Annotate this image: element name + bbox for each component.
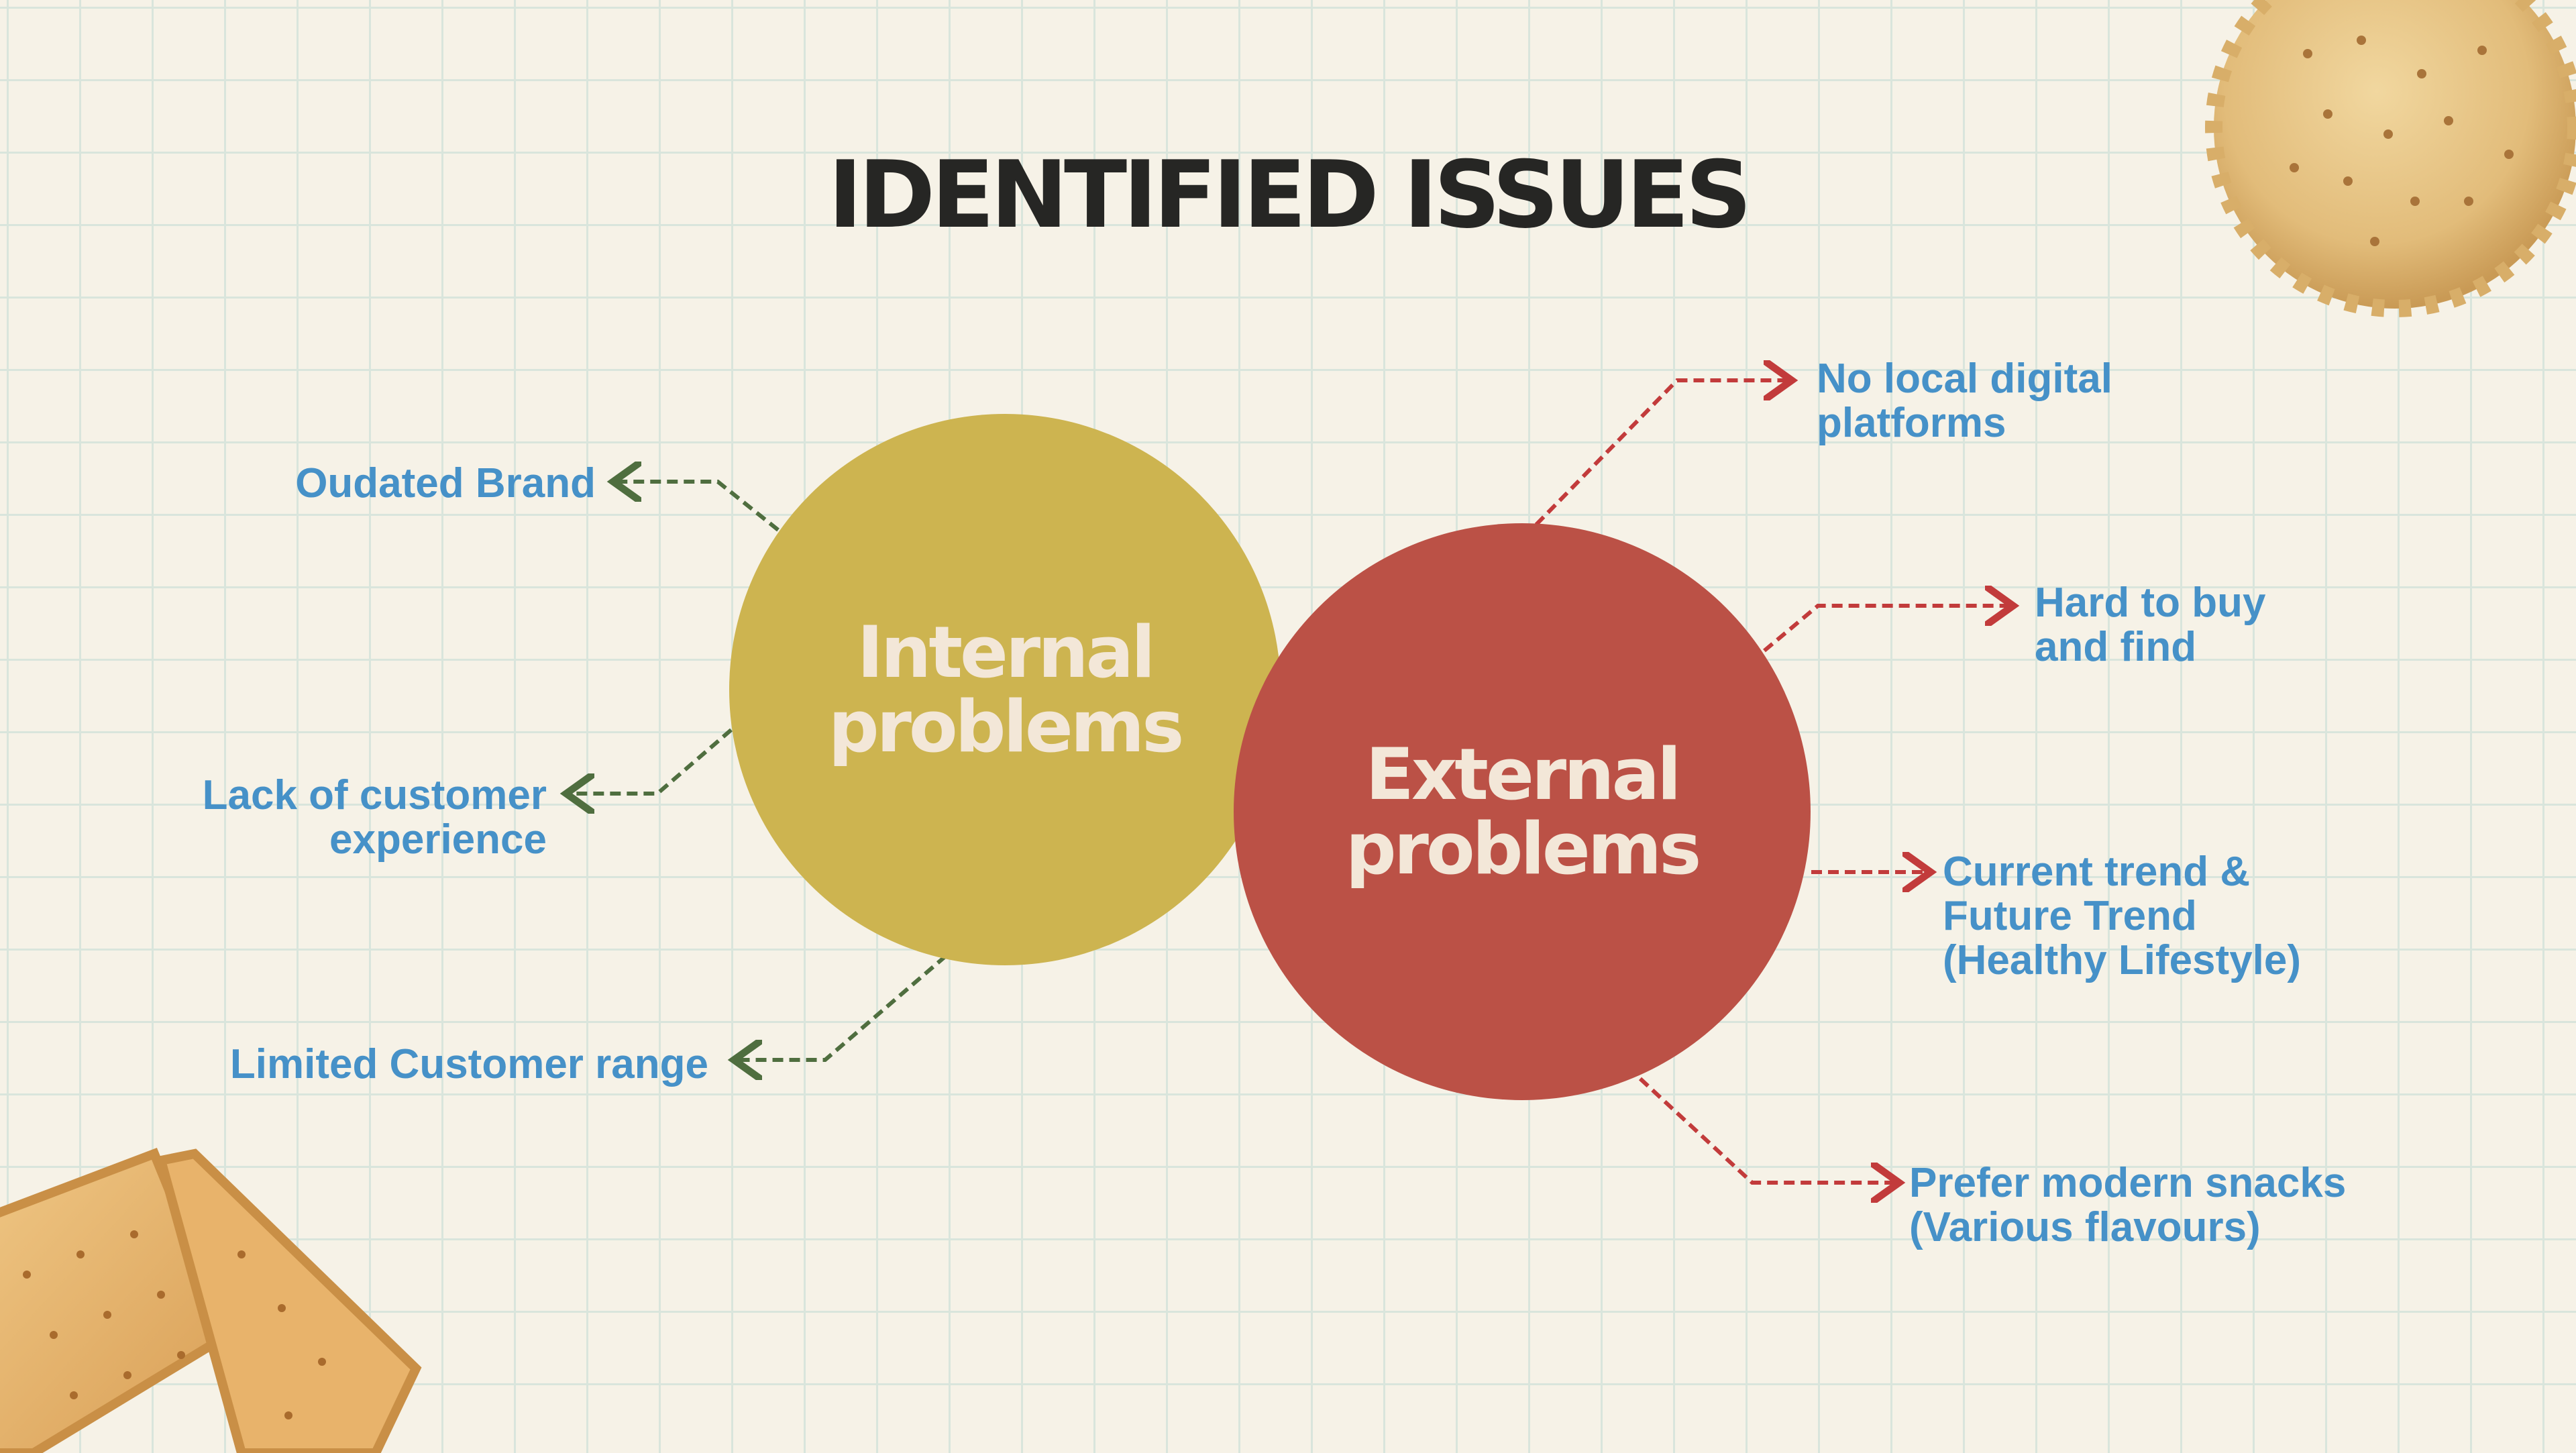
label-current-trend: Current trend & Future Trend (Healthy Li… <box>1943 849 2302 983</box>
square-biscuit-icon <box>0 1148 422 1453</box>
internal-problems-circle: Internal problems <box>729 414 1281 965</box>
external-problems-label: External problems <box>1345 733 1702 890</box>
internal-problems-label: Internal problems <box>828 610 1185 768</box>
label-digital-platforms: No local digital platforms <box>1817 356 2112 446</box>
connector-outdated-brand <box>617 482 780 532</box>
connector-digital-platforms <box>1534 380 1788 527</box>
label-outdated-brand: Oudated Brand <box>295 460 596 506</box>
label-modern-snacks: Prefer modern snacks (Various flavours) <box>1909 1160 2347 1250</box>
round-biscuit-icon <box>2205 0 2576 317</box>
connector-hard-to-buy <box>1763 606 2009 653</box>
connector-customer-experience <box>570 728 733 794</box>
label-customer-experience: Lack of customer experience <box>202 772 547 863</box>
connector-modern-snacks <box>1638 1077 1895 1183</box>
label-customer-range: Limited Customer range <box>229 1041 708 1087</box>
external-problems-circle: External problems <box>1234 523 1811 1100</box>
page-title: IDENTIFIED ISSUES <box>828 141 1752 249</box>
label-hard-to-buy: Hard to buy and find <box>2035 580 2266 670</box>
connector-customer-range <box>738 954 947 1060</box>
